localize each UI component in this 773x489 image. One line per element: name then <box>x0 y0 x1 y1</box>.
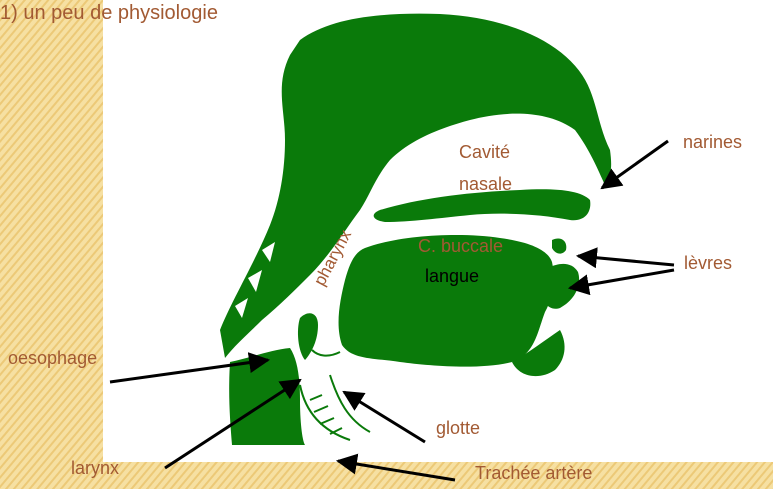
arrow-narines <box>602 141 668 188</box>
label-c-buccale: C. buccale <box>418 235 503 257</box>
label-nasale: nasale <box>459 173 512 195</box>
arrow-levres-lower <box>570 270 674 288</box>
label-langue: langue <box>425 265 479 287</box>
label-trachee: Trachée artère <box>475 462 592 484</box>
label-levres: lèvres <box>684 252 732 274</box>
label-oesophage: oesophage <box>8 347 97 369</box>
label-narines: narines <box>683 131 742 153</box>
trachea-rings <box>300 350 370 440</box>
arrow-levres-upper <box>578 256 674 265</box>
label-larynx: larynx <box>71 457 119 479</box>
arrow-glotte <box>344 392 425 442</box>
slide-title: 1) un peu de physiologie <box>0 2 218 24</box>
lips-shape <box>542 238 579 308</box>
label-cavite: Cavité <box>459 141 510 163</box>
label-glotte: glotte <box>436 417 480 439</box>
arrow-trachee <box>338 461 455 480</box>
